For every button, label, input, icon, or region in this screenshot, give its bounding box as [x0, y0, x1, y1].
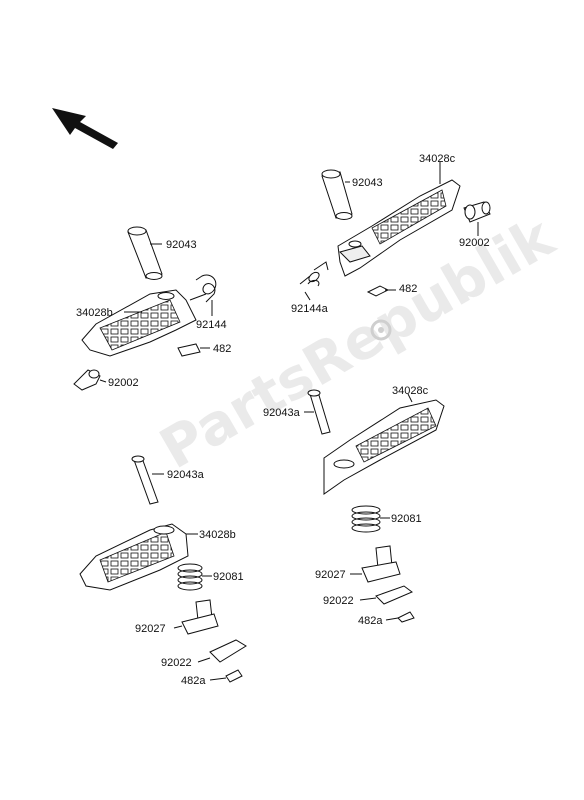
upper-left-assembly: 92043 34028b 92144 482 92002 — [73, 226, 231, 391]
lower-left-assembly: 92043a 34028b 92081 92027 92022 482a — [79, 455, 247, 687]
label-34028b: 34028b — [199, 529, 236, 541]
rubber-stopper — [73, 369, 101, 391]
label-92081: 92081 — [213, 571, 244, 583]
label-92022: 92022 — [161, 657, 192, 669]
label-92043: 92043 — [352, 177, 383, 189]
label-92027: 92027 — [315, 569, 346, 581]
label-482a: 482a — [181, 675, 206, 687]
label-92144a: 92144a — [291, 303, 329, 315]
upper-right-assembly: 92043 34028c 92002 92144a 482 — [291, 153, 491, 315]
plate — [209, 639, 247, 663]
pin — [307, 389, 331, 435]
label-92002: 92002 — [459, 237, 490, 249]
clip — [397, 611, 415, 623]
coil-spring — [351, 505, 381, 533]
label-92043a: 92043a — [263, 407, 301, 419]
pin — [131, 455, 159, 505]
direction-arrow-icon — [52, 108, 118, 149]
coil-spring — [177, 563, 203, 591]
clip — [225, 669, 243, 683]
torsion-spring — [299, 261, 329, 287]
pin — [321, 169, 353, 220]
bracket — [181, 599, 219, 635]
label-34028c: 34028c — [392, 385, 429, 397]
torsion-spring — [189, 274, 217, 303]
label-92144: 92144 — [196, 319, 227, 331]
label-482a: 482a — [358, 615, 383, 627]
label-92027: 92027 — [135, 623, 166, 635]
label-92002: 92002 — [108, 377, 139, 389]
label-92022: 92022 — [323, 595, 354, 607]
plate — [375, 585, 413, 605]
rubber-stopper — [463, 201, 491, 223]
footpeg — [323, 399, 445, 495]
label-92081: 92081 — [391, 513, 422, 525]
lower-right-assembly: 92043a 34028c 92081 92027 92022 482a — [263, 385, 445, 627]
label-482: 482 — [213, 343, 231, 355]
label-92043a: 92043a — [167, 469, 205, 481]
gear-watermark-icon — [370, 319, 392, 341]
footpeg — [81, 289, 197, 357]
label-34028b: 34028b — [76, 307, 113, 319]
label-482: 482 — [399, 283, 417, 295]
label-92043: 92043 — [166, 239, 197, 251]
pin — [127, 226, 163, 280]
label-34028c: 34028c — [419, 153, 456, 165]
footpeg — [79, 523, 189, 591]
clip — [177, 343, 201, 357]
bracket — [361, 545, 401, 583]
footpeg — [337, 179, 461, 277]
